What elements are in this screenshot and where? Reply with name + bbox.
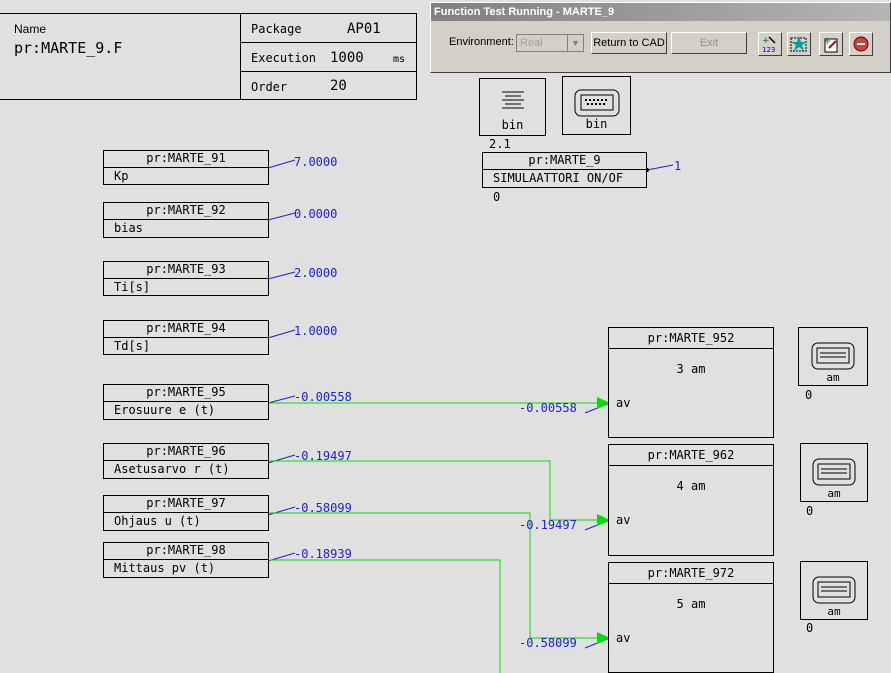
order-value: 20 — [330, 78, 347, 94]
bin-number: 2.1 — [489, 137, 511, 151]
param-value-setpoint: -0.19497 — [294, 449, 352, 463]
function-test-dialog: Function Test Running - MARTE_9 Environm… — [430, 2, 891, 73]
environment-label: Environment: — [449, 36, 514, 48]
chevron-down-icon[interactable]: ▼ — [567, 35, 583, 51]
param-block-kp[interactable]: pr:MARTE_91 Kp — [103, 150, 269, 185]
display-block-952[interactable]: pr:MARTE_952 3 am av — [608, 327, 774, 438]
sim-output-value: 1 — [674, 159, 682, 173]
display-input-label: av — [616, 396, 631, 410]
am-block-952[interactable]: am — [798, 327, 868, 386]
param-title: pr:MARTE_97 — [104, 496, 268, 513]
param-title: pr:MARTE_93 — [104, 262, 268, 279]
param-value-bias: 0.0000 — [294, 207, 338, 221]
display-mid: 4 am — [676, 479, 706, 493]
param-value-ti: 2.0000 — [294, 266, 338, 280]
svg-text:+: + — [823, 36, 831, 47]
svg-text:123: 123 — [762, 46, 775, 54]
param-block-bias[interactable]: pr:MARTE_92 bias — [103, 202, 269, 238]
am-label: am — [826, 371, 840, 384]
param-sub: Ti[s] — [114, 280, 151, 294]
stop-icon[interactable] — [849, 32, 873, 56]
display-title: pr:MARTE_952 — [609, 328, 773, 349]
am-label: am — [827, 487, 841, 500]
add-step-icon[interactable]: +123 — [758, 32, 782, 56]
param-block-error[interactable]: pr:MARTE_95 Erosuure e (t) — [103, 384, 269, 420]
order-label: Order — [251, 80, 288, 94]
environment-select[interactable]: Real ▼ — [516, 34, 584, 52]
display-input-label: av — [616, 631, 631, 645]
return-to-cad-button[interactable]: Return to CAD — [591, 32, 667, 54]
param-block-measurement[interactable]: pr:MARTE_98 Mittaus pv (t) — [103, 542, 269, 578]
param-title: pr:MARTE_98 — [104, 543, 268, 560]
list-icon — [502, 91, 524, 109]
display-input-label: av — [616, 513, 631, 527]
package-value: AP01 — [347, 21, 381, 37]
bin-list-block[interactable]: bin — [479, 78, 546, 136]
param-sub: Kp — [114, 169, 129, 183]
am-zero-972: 0 — [806, 621, 814, 635]
analog-monitor-icon — [811, 342, 855, 370]
display-mid: 5 am — [676, 597, 706, 611]
package-label: Package — [251, 22, 302, 36]
param-block-control[interactable]: pr:MARTE_97 Ohjaus u (t) — [103, 495, 269, 531]
param-title: pr:MARTE_91 — [104, 151, 268, 168]
param-sub: Ohjaus u (t) — [114, 514, 201, 528]
execution-unit: ms — [393, 54, 406, 65]
am-zero-952: 0 — [805, 388, 813, 402]
am-block-972[interactable]: am — [800, 561, 868, 620]
param-sub: Td[s] — [114, 339, 151, 353]
param-value-measurement: -0.18939 — [294, 547, 352, 561]
sim-zero: 0 — [493, 190, 501, 204]
bin-label: bin — [501, 118, 524, 132]
dialog-title: Function Test Running - MARTE_9 — [431, 3, 890, 21]
param-sub: bias — [114, 221, 143, 235]
param-title: pr:MARTE_92 — [104, 203, 268, 220]
sim-title: pr:MARTE_9 — [483, 153, 646, 170]
param-title: pr:MARTE_96 — [104, 444, 268, 461]
svg-text:+: + — [762, 36, 770, 46]
display-title: pr:MARTE_972 — [609, 563, 773, 584]
simulator-block[interactable]: pr:MARTE_9 SIMULAATTORI ON/OF — [482, 152, 647, 188]
am-label: am — [827, 605, 841, 618]
am-zero-962: 0 — [806, 504, 814, 518]
display-block-962[interactable]: pr:MARTE_962 4 am av — [608, 444, 774, 556]
param-title: pr:MARTE_95 — [104, 385, 268, 402]
display-input-value-962: -0.19497 — [519, 518, 577, 532]
param-block-ti[interactable]: pr:MARTE_93 Ti[s] — [103, 261, 269, 296]
name-label: Name — [14, 22, 47, 36]
connector-icon — [574, 89, 620, 117]
exit-button[interactable]: Exit — [671, 32, 747, 54]
am-block-962[interactable]: am — [800, 443, 868, 502]
param-value-error: -0.00558 — [294, 390, 352, 404]
param-sub: Asetusarvo r (t) — [114, 462, 230, 476]
analog-monitor-icon — [812, 576, 856, 604]
display-title: pr:MARTE_962 — [609, 445, 773, 466]
analog-monitor-icon — [812, 458, 856, 486]
edit-add-icon[interactable]: + — [819, 32, 843, 56]
environment-value: Real — [520, 37, 543, 49]
param-sub: Erosuure e (t) — [114, 403, 216, 417]
param-title: pr:MARTE_94 — [104, 321, 268, 338]
param-sub: Mittaus pv (t) — [114, 561, 216, 575]
name-value: pr:MARTE_9.F — [14, 39, 123, 57]
sim-sub: SIMULAATTORI ON/OF — [493, 171, 624, 185]
display-mid: 3 am — [676, 362, 706, 376]
param-block-setpoint[interactable]: pr:MARTE_96 Asetusarvo r (t) — [103, 443, 269, 479]
display-input-value-952: -0.00558 — [519, 401, 577, 415]
bin-connector-block[interactable]: bin — [562, 76, 631, 135]
execution-label: Execution — [251, 51, 317, 65]
param-value-kp: 7.0000 — [294, 155, 338, 169]
param-value-td: 1.0000 — [294, 324, 338, 338]
param-value-control: -0.58099 — [294, 501, 352, 515]
display-input-value-972: -0.58099 — [519, 636, 577, 650]
execution-value: 1000 — [330, 50, 364, 66]
bin-label: bin — [585, 117, 608, 131]
display-block-972[interactable]: pr:MARTE_972 5 am av — [608, 562, 774, 673]
grid-star-icon[interactable] — [787, 32, 811, 56]
header-order-cell — [240, 71, 417, 100]
param-block-td[interactable]: pr:MARTE_94 Td[s] — [103, 320, 269, 355]
